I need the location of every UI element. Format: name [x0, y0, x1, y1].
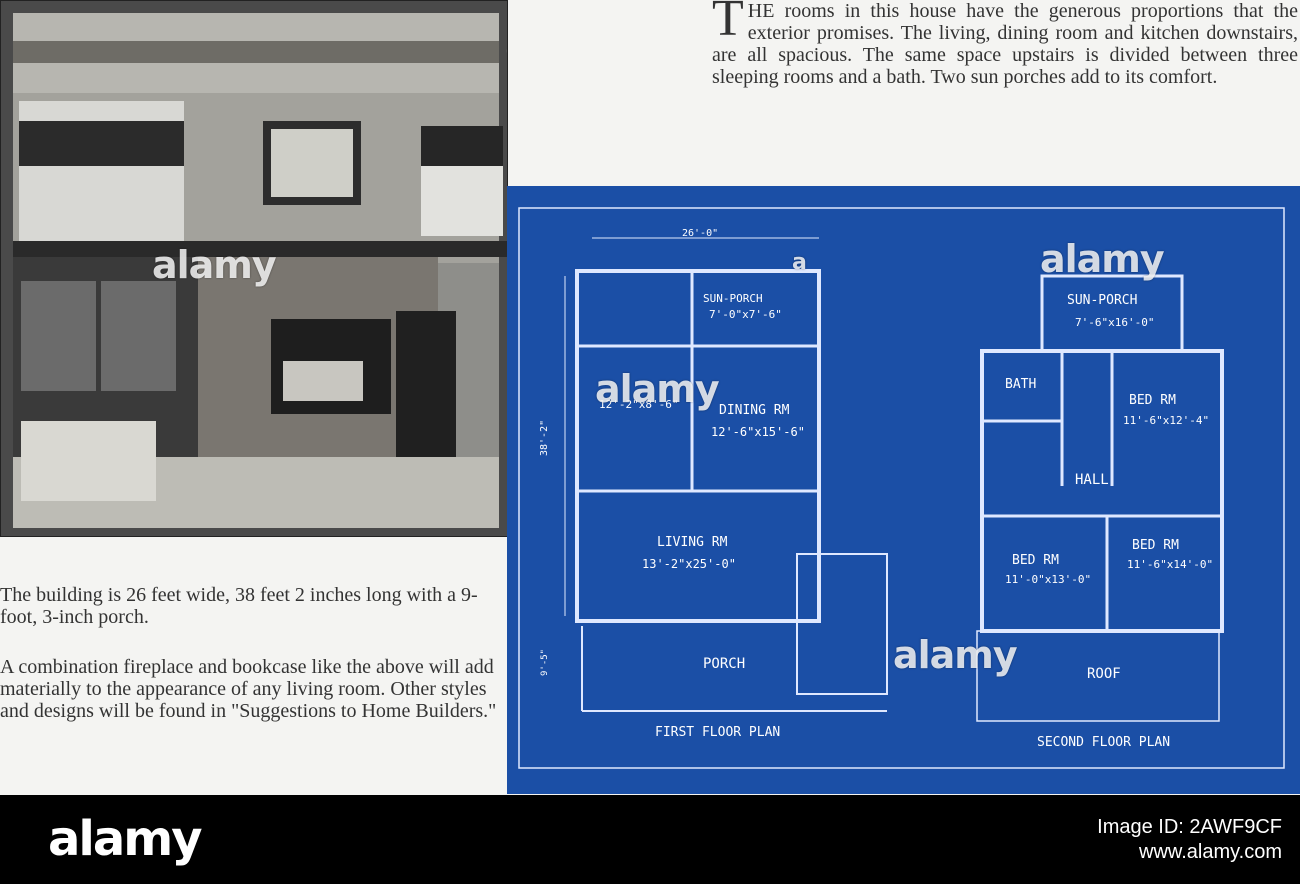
dimensions-caption: The building is 26 feet wide, 38 feet 2 … [0, 584, 478, 628]
stock-footer: alamy Image ID: 2AWF9CF www.alamy.com [0, 795, 1300, 884]
watermark-bottom: alamy [893, 633, 1018, 677]
first-floor-outline [575, 269, 821, 623]
second-floor-outline [980, 349, 1224, 633]
stock-info: Image ID: 2AWF9CF www.alamy.com [1097, 815, 1282, 865]
watermark-mark: a [792, 250, 807, 275]
sf-bed2-size: 11'-0"x13'-0" [1005, 573, 1091, 586]
sf-plan-title: SECOND FLOOR PLAN [1037, 735, 1170, 750]
fp-plan-title: FIRST FLOOR PLAN [655, 725, 780, 740]
interior-photo [0, 0, 508, 537]
width-dim: 26'-0" [682, 228, 718, 239]
fp-dining-size: 12'-6"x15'-6" [711, 425, 805, 439]
sf-bed1-label: BED RM [1129, 393, 1176, 408]
fp-living-label: LIVING RM [657, 535, 728, 550]
drop-cap: T [712, 0, 744, 47]
sf-bed2-label: BED RM [1012, 553, 1059, 568]
depth-dim: 38'-2" [539, 420, 550, 456]
sf-bed1-size: 11'-6"x12'-4" [1123, 414, 1209, 427]
watermark-left: alamy [152, 243, 277, 287]
fp-porch-label: PORCH [703, 656, 745, 672]
watermark-center: alamy [595, 367, 720, 411]
sf-sun-porch-label: SUN-PORCH [1067, 293, 1137, 308]
floor-plan-blueprint: 26'-0" 38'-2" 9'-5" SUN-PORCH 7'-0"x7'-6… [507, 186, 1300, 794]
stock-logo: alamy [48, 811, 203, 867]
sf-bed3-size: 11'-6"x14'-0" [1127, 558, 1213, 571]
watermark-right: alamy [1040, 237, 1165, 281]
fp-sun-porch-size: 7'-0"x7'-6" [709, 308, 782, 321]
intro-text: HE rooms in this house have the generous… [712, 0, 1298, 88]
image-id: Image ID: 2AWF9CF [1097, 816, 1282, 838]
porch-dim: 9'-5" [540, 649, 550, 676]
sf-bed3-label: BED RM [1132, 538, 1179, 553]
sf-roof-label: ROOF [1087, 666, 1121, 682]
fp-living-size: 13'-2"x25'-0" [642, 557, 736, 571]
fp-kitchen-size: 12'-2"x8'-6" [599, 398, 678, 411]
sf-bath-label: BATH [1005, 377, 1036, 392]
fp-sun-porch-label: SUN-PORCH [703, 292, 763, 305]
sf-sun-porch-size: 7'-6"x16'-0" [1075, 316, 1154, 329]
sf-hall-label: HALL [1075, 472, 1109, 488]
fp-dining-label: DINING RM [719, 403, 790, 418]
stock-site: www.alamy.com [1139, 841, 1282, 863]
fireplace-caption: A combination fireplace and bookcase lik… [0, 656, 497, 722]
